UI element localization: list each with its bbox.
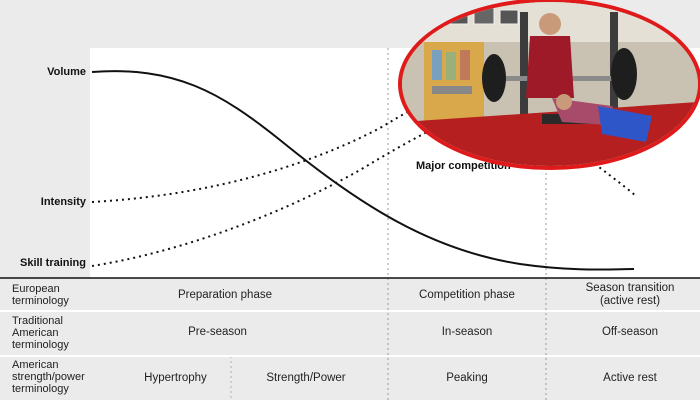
- cell-pre-season: Pre-season: [188, 326, 247, 338]
- skill-training-label: Skill training: [19, 257, 86, 269]
- photo-illustration: [402, 2, 698, 166]
- cell-off-season: Off-season: [601, 326, 659, 338]
- row-heading-european: European terminology: [12, 283, 69, 307]
- cell-in-season: In-season: [441, 326, 493, 338]
- row-heading-traditional: Traditional American terminology: [12, 315, 69, 351]
- cell-strength-power: Strength/Power: [266, 372, 346, 384]
- cell-season-transition: Season transition (active rest): [585, 282, 675, 307]
- volume-curve: [91, 70, 635, 271]
- cell-preparation-phase: Preparation phase: [178, 289, 272, 301]
- cell-competition-phase: Competition phase: [419, 289, 515, 301]
- cell-hypertrophy: Hypertrophy: [144, 372, 207, 384]
- volume-label: Volume: [47, 66, 86, 78]
- intensity-label: Intensity: [40, 196, 86, 208]
- cell-active-rest: Active rest: [603, 372, 657, 384]
- row-heading-strength: American strength/power terminology: [12, 359, 85, 395]
- bench-press-photo: [398, 0, 700, 170]
- major-competition-label: Major competition: [416, 160, 511, 172]
- cell-peaking: Peaking: [446, 372, 488, 384]
